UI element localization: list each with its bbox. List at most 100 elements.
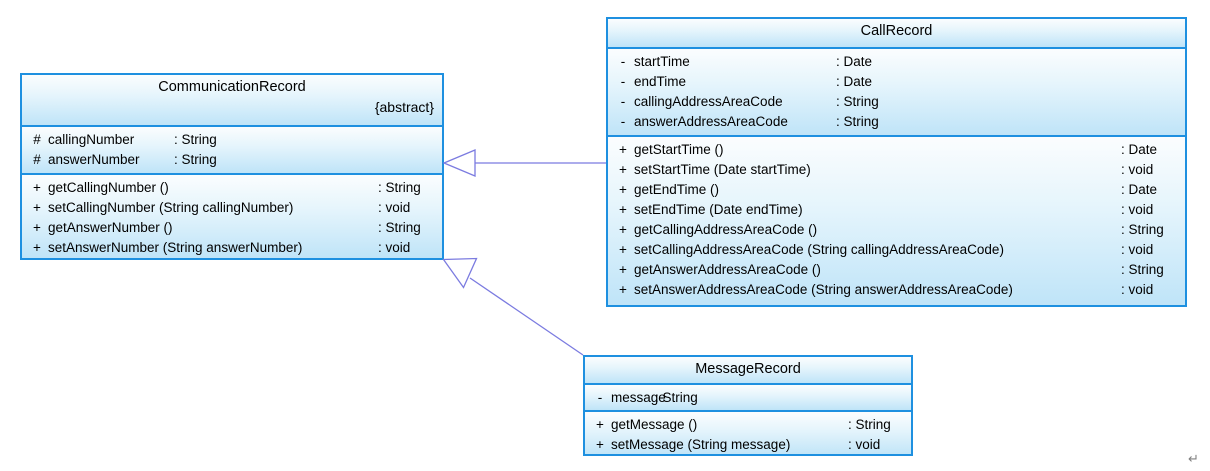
generalization-arrowhead-callrecord: [442, 149, 476, 177]
operation-visibility: +: [33, 240, 41, 255]
operation-visibility: +: [33, 180, 41, 195]
operation-row: + setCallingAddressAreaCode (String calli…: [608, 240, 1185, 260]
attribute-signature: answerAddressAreaCode: [634, 114, 788, 129]
operation-type: : String: [378, 180, 421, 195]
attribute-visibility: #: [33, 132, 41, 147]
operation-visibility: +: [619, 142, 627, 157]
operation-row: + setCallingNumber (String callingNumber)…: [22, 198, 442, 218]
operation-signature: getCallingNumber (): [48, 180, 169, 195]
attribute-visibility: -: [620, 94, 626, 109]
class-name-call-record: CallRecord: [860, 23, 933, 39]
operations-compartment-call-record: + getStartTime () : Date + setStartTime (Dat…: [608, 135, 1185, 305]
attribute-row: -message: String: [585, 388, 911, 408]
class-name-communication-record: CommunicationRecord: [158, 79, 306, 95]
operation-type: : void: [848, 437, 881, 452]
attribute-type: : String: [174, 152, 217, 167]
editor-return-mark: ↵: [1188, 451, 1199, 466]
attribute-row: # answerNumber : String: [22, 150, 442, 170]
operation-type: : String: [378, 220, 421, 235]
operation-visibility: +: [596, 417, 604, 432]
operation-type: : String: [1121, 222, 1164, 237]
operation-row: + getAnswerNumber () : String: [22, 218, 442, 238]
class-title-compartment-call-record: CallRecord: [608, 19, 1185, 47]
attribute-visibility: -: [620, 74, 626, 89]
operation-row: + getAnswerAddressAreaCode () : String: [608, 260, 1185, 280]
class-title-compartment-message-record: MessageRecord: [585, 357, 911, 383]
attribute-row: -callingAddressAreaCode : String: [608, 92, 1185, 112]
operation-signature: getCallingAddressAreaCode (): [634, 222, 818, 237]
attribute-visibility: -: [597, 390, 603, 405]
attribute-type: : Date: [836, 54, 873, 69]
operation-row: + getMessage () : String: [585, 415, 911, 435]
operation-row: + setStartTime (Date startTime) : void: [608, 160, 1185, 180]
operation-visibility: +: [619, 202, 627, 217]
operation-row: + setEndTime (Date endTime) : void: [608, 200, 1185, 220]
operation-signature: setAnswerAddressAreaCode (String answerA…: [634, 282, 1013, 297]
operation-visibility: +: [619, 182, 627, 197]
operation-type: : String: [848, 417, 891, 432]
attributes-compartment-message-record: -message: String: [585, 383, 911, 410]
operation-type: : void: [378, 200, 411, 215]
operation-row: + getStartTime () : Date: [608, 140, 1185, 160]
operation-type: : Date: [1121, 142, 1158, 157]
attribute-signature: message: [611, 390, 666, 405]
operation-visibility: +: [619, 262, 627, 277]
operation-type: : void: [1121, 202, 1154, 217]
operation-row: + getCallingAddressAreaCode () : String: [608, 220, 1185, 240]
operation-visibility: +: [33, 220, 41, 235]
operation-signature: getStartTime (): [634, 142, 724, 157]
attribute-type: : String: [836, 94, 879, 109]
class-box-call-record[interactable]: CallRecord -startTime: Date-endTime: Dat…: [606, 17, 1187, 307]
operation-signature: setAnswerNumber (String answerNumber): [48, 240, 303, 255]
operation-signature: setCallingAddressAreaCode (String callin…: [634, 242, 1004, 257]
class-box-communication-record[interactable]: CommunicationRecord {abstract} # callingN…: [20, 73, 444, 260]
operation-signature: setEndTime (Date endTime): [634, 202, 803, 217]
attribute-type: : String: [174, 132, 217, 147]
attribute-type: : String: [836, 114, 879, 129]
operation-visibility: +: [596, 437, 604, 452]
attribute-row: -endTime: Date: [608, 72, 1185, 92]
generalization-callrecord-to-communicationrecord: [442, 149, 606, 177]
operation-signature: getAnswerAddressAreaCode (): [634, 262, 821, 277]
operation-type: : void: [1121, 282, 1154, 297]
attribute-visibility: #: [33, 152, 41, 167]
operation-type: : void: [1121, 162, 1154, 177]
operation-signature: setStartTime (Date startTime): [634, 162, 811, 177]
operation-signature: getEndTime (): [634, 182, 720, 197]
generalization-line-messagerecord: [469, 277, 584, 356]
operation-visibility: +: [619, 242, 627, 257]
operation-row: + setAnswerAddressAreaCode (String answer…: [608, 280, 1185, 300]
operation-type: : String: [1121, 262, 1164, 277]
operations-compartment-message-record: +getMessage (): String+setMessage (Strin…: [585, 410, 911, 454]
attribute-type: : String: [655, 390, 698, 405]
generalization-arrowhead-messagerecord: [442, 257, 478, 289]
attribute-row: -startTime : Date: [608, 52, 1185, 72]
attribute-row: -answerAddressAreaCode : String: [608, 112, 1185, 132]
class-title-compartment-communication-record: CommunicationRecord {abstract}: [22, 75, 442, 125]
attributes-compartment-call-record: -startTime: Date-endTime: Date-callingAd…: [608, 47, 1185, 135]
operation-row: +getEndTime (): Date: [608, 180, 1185, 200]
operation-visibility: +: [619, 162, 627, 177]
operation-visibility: +: [33, 200, 41, 215]
class-box-message-record[interactable]: MessageRecord -message: String +getMessa…: [583, 355, 913, 456]
operation-type: : void: [378, 240, 411, 255]
class-stereotype-abstract: {abstract}: [374, 99, 434, 115]
attribute-signature: callingNumber: [48, 132, 135, 147]
operation-type: : void: [1121, 242, 1154, 257]
generalization-messagerecord-to-communicationrecord: [442, 257, 584, 356]
operation-visibility: +: [619, 222, 627, 237]
operation-signature: getMessage (): [611, 417, 698, 432]
operation-row: + getCallingNumber () : String: [22, 178, 442, 198]
operation-visibility: +: [619, 282, 627, 297]
attributes-compartment-communication-record: # callingNumber : String # answerNumber : Str…: [22, 125, 442, 173]
attribute-visibility: -: [620, 54, 626, 69]
operation-signature: setCallingNumber (String callingNumber): [48, 200, 294, 215]
attribute-signature: startTime: [634, 54, 690, 69]
operation-signature: getAnswerNumber (): [48, 220, 173, 235]
attribute-signature: callingAddressAreaCode: [634, 94, 783, 109]
operation-row: + setAnswerNumber (String answerNumber) : …: [22, 238, 442, 258]
attribute-visibility: -: [620, 114, 626, 129]
attribute-type: : Date: [836, 74, 873, 89]
attribute-signature: answerNumber: [48, 152, 140, 167]
class-name-message-record: MessageRecord: [695, 361, 801, 377]
